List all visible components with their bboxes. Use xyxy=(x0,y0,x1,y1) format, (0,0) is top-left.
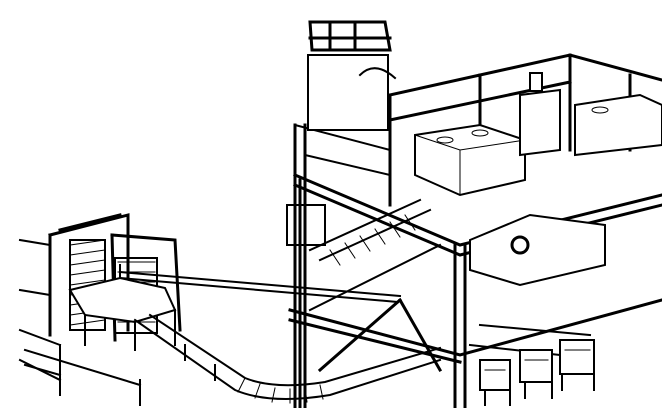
conveyor-inner-rail xyxy=(148,313,442,387)
packing-machines xyxy=(468,323,595,406)
mixer-box-left-edges xyxy=(414,134,526,196)
top-housing xyxy=(307,20,397,131)
curved-conveyor xyxy=(133,313,442,404)
conveyor-outer-rail xyxy=(133,318,442,400)
hatch-left-2 xyxy=(471,129,489,137)
housing-box xyxy=(307,54,389,131)
drive-pulley xyxy=(510,235,530,255)
upper-deck-rail-left xyxy=(293,123,392,177)
hatch-right xyxy=(591,106,609,114)
tower-column-center xyxy=(453,243,467,408)
stair-stringers xyxy=(308,198,442,312)
upper-deck xyxy=(293,173,662,257)
drum-mixer xyxy=(469,213,606,287)
mixer-box-left xyxy=(414,123,526,197)
infeed-rails xyxy=(18,238,62,382)
stacker-base xyxy=(23,344,142,406)
machine-details xyxy=(484,349,591,371)
packing-machine-1 xyxy=(479,359,511,391)
mixer-box-right xyxy=(574,93,662,157)
tower-column-left xyxy=(293,123,307,408)
packing-machine-2 xyxy=(519,349,553,383)
tower-structure xyxy=(286,53,662,408)
diagonal-braces xyxy=(317,297,443,373)
machine-legs xyxy=(484,373,595,406)
motor-housing xyxy=(358,67,397,80)
hood-legs xyxy=(84,264,176,351)
tie-rod xyxy=(118,270,402,304)
conveyor-rollers xyxy=(237,377,324,404)
mixer-units xyxy=(414,72,662,287)
top-railing-cage xyxy=(308,20,392,52)
platform-cage xyxy=(286,204,326,246)
stair-treads xyxy=(329,214,416,266)
conveyor-legs xyxy=(184,344,216,381)
lower-deck xyxy=(288,298,662,364)
packing-machine-3 xyxy=(559,339,595,375)
vent-pipe xyxy=(529,72,543,92)
hatch-left-1 xyxy=(436,136,454,144)
tall-cabinet xyxy=(519,88,561,157)
